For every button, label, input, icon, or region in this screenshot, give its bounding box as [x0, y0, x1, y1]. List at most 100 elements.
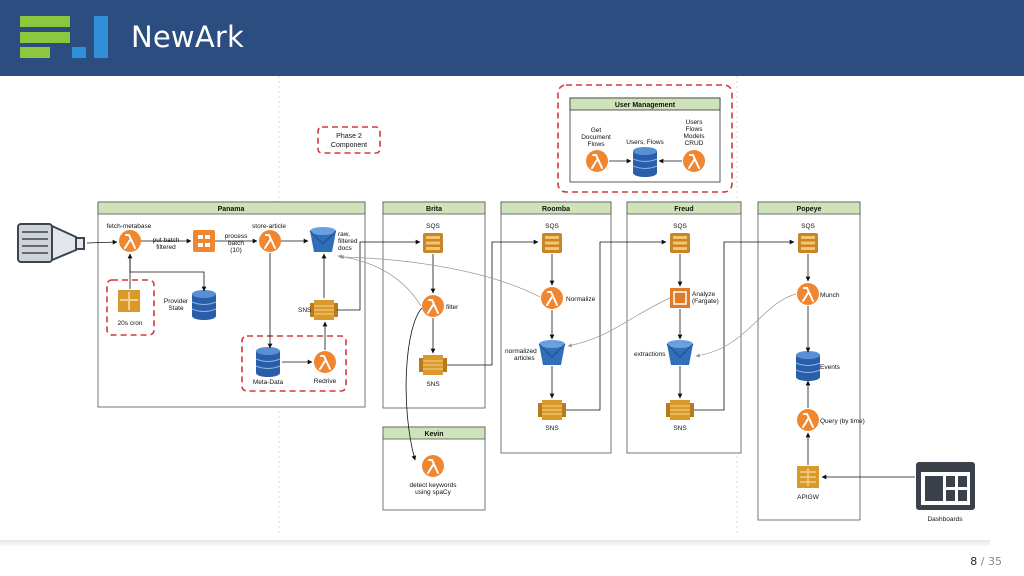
extractions-label: extractions — [634, 351, 666, 358]
roomba-sns-icon — [537, 399, 567, 421]
dashboards-label: Dashboards — [927, 516, 963, 523]
store-article-lambda-icon — [258, 229, 282, 253]
get-flows-line: Flows — [588, 141, 606, 148]
cron-scheduler-icon — [118, 290, 140, 312]
put-batch-line: put batch — [153, 237, 180, 244]
redrive-label: Redrive — [314, 378, 337, 385]
events-label: Events — [820, 364, 841, 371]
current-page: 8 — [970, 555, 978, 568]
api-gateway-icon — [797, 466, 819, 488]
popeye-sqs-icon — [798, 233, 818, 253]
bucket-line: raw, — [338, 231, 350, 238]
metadata-dynamodb-icon — [255, 346, 281, 378]
user-management-group: User Management Get Document Flows Users… — [557, 84, 733, 193]
freud-sns-icon — [665, 399, 695, 421]
normalize-label: Normalize — [566, 296, 596, 303]
kevin-title: Kevin — [424, 431, 443, 438]
newark-logo-icon — [20, 16, 108, 58]
detect-line: using spaCy — [415, 489, 452, 496]
extractions-bucket-icon — [666, 339, 694, 366]
docs-bucket-icon — [309, 226, 337, 253]
panama-sns-icon — [309, 299, 339, 321]
step-functions-icon — [193, 230, 215, 252]
crud-line: Models — [684, 133, 706, 140]
freud-sqs-icon — [670, 233, 690, 253]
roomba-title: Roomba — [542, 206, 570, 213]
metadata-label: Meta-Data — [253, 379, 284, 386]
freud-group: Freud SQS Analyze (Fargate) extractions … — [626, 201, 742, 454]
roomba-sqs-icon — [542, 233, 562, 253]
query-lambda-icon — [796, 408, 820, 432]
popeye-sqs-label: SQS — [801, 223, 815, 230]
detect-keywords-lambda-icon — [421, 454, 445, 478]
brita-group: Brita SQS filter SNS — [382, 201, 486, 409]
app-title: NewArk — [131, 20, 245, 54]
crud-line: Flows — [686, 126, 704, 133]
put-batch-line: filtered — [156, 244, 176, 251]
munch-lambda-icon — [796, 282, 820, 306]
query-label: Query (by time) — [820, 418, 865, 425]
get-flows-line: Get — [591, 127, 602, 134]
slide-header: NewArk — [0, 0, 1024, 76]
events-dynamodb-icon — [795, 350, 821, 382]
cron-label: 20s cron — [118, 320, 143, 327]
slide-pagination: 8 / 35 — [970, 555, 1002, 568]
brita-sqs-icon — [423, 233, 443, 253]
roomba-sns-label: SNS — [545, 425, 559, 432]
bucket-line: filtered — [338, 238, 358, 245]
freud-sns-label: SNS — [673, 425, 687, 432]
analyze-line: Analyze — [692, 291, 716, 298]
process-batch-line: batch — [228, 240, 244, 247]
provider-line: State — [168, 305, 184, 312]
source-adapter-icon — [17, 223, 85, 263]
articles-bucket-icon — [538, 339, 566, 366]
popeye-group: Popeye SQS Munch Events Query (by time) … — [757, 201, 865, 521]
provider-state-dynamodb-icon — [191, 289, 217, 321]
kevin-group: Kevin detect keywords using spaCy — [382, 426, 486, 511]
munch-label: Munch — [820, 292, 840, 299]
apigw-label: APIGW — [797, 494, 820, 501]
page-separator: / — [980, 555, 985, 568]
freud-sqs-label: SQS — [673, 223, 687, 230]
fetch-metabase-lambda-icon — [118, 229, 142, 253]
crud-line: Users — [686, 119, 704, 126]
panama-group: Panama fetch-metabase put batch filtered… — [86, 201, 366, 408]
dashboards-icon — [916, 462, 975, 510]
users-flows-db-label: Users, Flows — [626, 139, 664, 146]
brita-title: Brita — [426, 206, 442, 213]
roomba-group: Roomba SQS Normalize normalized articles… — [500, 201, 612, 454]
detect-line: detect keywords — [410, 482, 458, 489]
articles-line: normalized — [505, 348, 537, 355]
metadata-phase2-box — [241, 335, 347, 392]
crud-lambda-icon — [682, 149, 706, 173]
architecture-diagram: Phase 2 Component User Management Get Do… — [17, 76, 975, 536]
store-article-label: store-article — [252, 223, 286, 230]
popeye-title: Popeye — [797, 206, 822, 213]
brita-sns-icon — [418, 354, 448, 376]
panama-sns-label: SNS — [298, 307, 312, 314]
phase2-legend: Phase 2 Component — [317, 126, 381, 154]
brita-sqs-label: SQS — [426, 223, 440, 230]
roomba-sqs-label: SQS — [545, 223, 559, 230]
process-batch-line: process — [225, 233, 249, 240]
filter-label: filter — [446, 304, 459, 311]
total-pages: 35 — [988, 555, 1002, 568]
crud-line: CRUD — [685, 140, 704, 147]
articles-line: articles — [514, 355, 535, 362]
users-flows-dynamodb-icon — [632, 146, 658, 178]
filter-lambda-icon — [421, 294, 445, 318]
slide-footer-shadow — [0, 540, 990, 546]
fetch-metabase-label: fetch-metabase — [107, 223, 152, 230]
fargate-icon — [670, 288, 690, 308]
get-flows-line: Document — [581, 134, 611, 141]
panama-title: Panama — [218, 206, 245, 213]
bucket-line: docs — [338, 245, 352, 252]
phase2-legend-line: Component — [331, 142, 367, 149]
phase2-legend-line: Phase 2 — [336, 133, 362, 140]
process-batch-line: (10) — [230, 247, 242, 254]
brita-sns-label: SNS — [426, 381, 440, 388]
analyze-line: (Fargate) — [692, 298, 719, 305]
user-management-title: User Management — [615, 102, 676, 109]
normalize-lambda-icon — [540, 286, 564, 310]
redrive-lambda-icon — [313, 350, 337, 374]
